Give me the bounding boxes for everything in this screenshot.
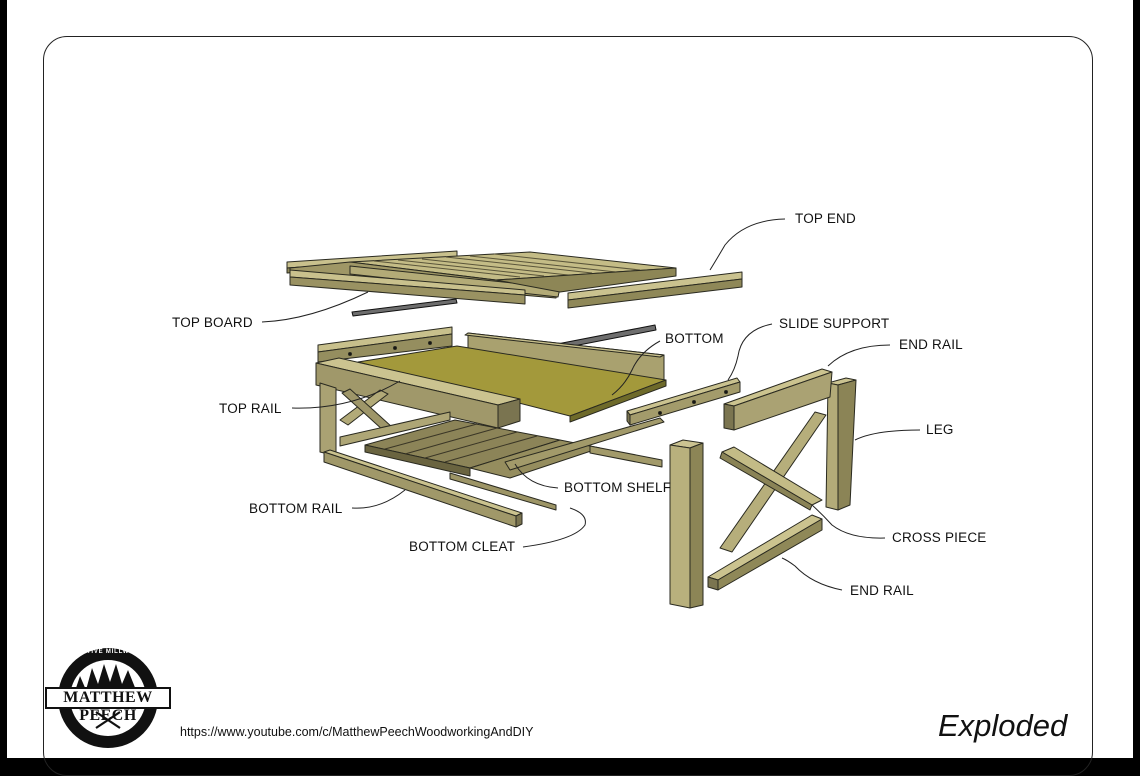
logo-badge [45, 648, 171, 748]
leader-cross-piece [811, 504, 886, 539]
logo-arc-text: PRIMITIVE MILLWORKS [66, 649, 150, 655]
leader-leg [854, 429, 921, 441]
label-cross-piece: CROSS PIECE [892, 530, 987, 545]
exploded-diagram [45, 218, 921, 748]
label-top-board: TOP BOARD [172, 315, 253, 330]
top-cross-piece [339, 388, 393, 432]
label-leg: LEG [926, 422, 954, 437]
leader-bottom-shelf [514, 463, 559, 489]
top-leg-front-left [319, 382, 337, 457]
leader-end-rail-upper [827, 344, 891, 367]
top-end-right [567, 271, 743, 309]
shelf-cleat-right [589, 445, 663, 468]
channel-url[interactable]: https://www.youtube.com/c/MatthewPeechWo… [180, 725, 534, 739]
end-rail-upper [723, 368, 833, 431]
leg-front [669, 439, 704, 609]
label-bottom-shelf: BOTTOM SHELF [564, 480, 672, 495]
label-bottom: BOTTOM [665, 331, 724, 346]
leader-bottom-cleat [522, 507, 586, 548]
top-boards [289, 251, 677, 299]
bottom-cleat [449, 472, 557, 511]
slide-support [626, 377, 741, 426]
drawer-back-rail [317, 326, 453, 363]
label-slide-support: SLIDE SUPPORT [779, 316, 890, 331]
label-end-rail-lower: END RAIL [850, 583, 914, 598]
label-end-rail-upper: END RAIL [899, 337, 963, 352]
label-bottom-cleat: BOTTOM CLEAT [409, 539, 516, 554]
leader-top-rail [291, 380, 401, 409]
label-top-end: TOP END [795, 211, 856, 226]
top-board-front [289, 269, 526, 305]
label-top-rail: TOP RAIL [219, 401, 282, 416]
leader-top-board [261, 291, 369, 323]
leader-top-end [709, 218, 786, 271]
bottom-shelf-boards [364, 417, 665, 479]
label-bottom-rail: BOTTOM RAIL [249, 501, 343, 516]
leader-end-rail-lower [781, 557, 843, 591]
leg-back [825, 377, 857, 511]
logo-name: MATTHEW PEECH [63, 689, 153, 724]
bottom-rail [323, 449, 523, 528]
leader-bottom [611, 340, 661, 396]
slide-rail-left [351, 298, 458, 317]
leader-bottom-rail [351, 489, 406, 509]
cross-piece [719, 411, 827, 553]
top-rail-front [315, 357, 521, 429]
leader-slide-support [727, 323, 773, 381]
end-rail-lower [707, 514, 823, 591]
inner-rail [339, 411, 451, 447]
view-label: Exploded [938, 708, 1068, 743]
